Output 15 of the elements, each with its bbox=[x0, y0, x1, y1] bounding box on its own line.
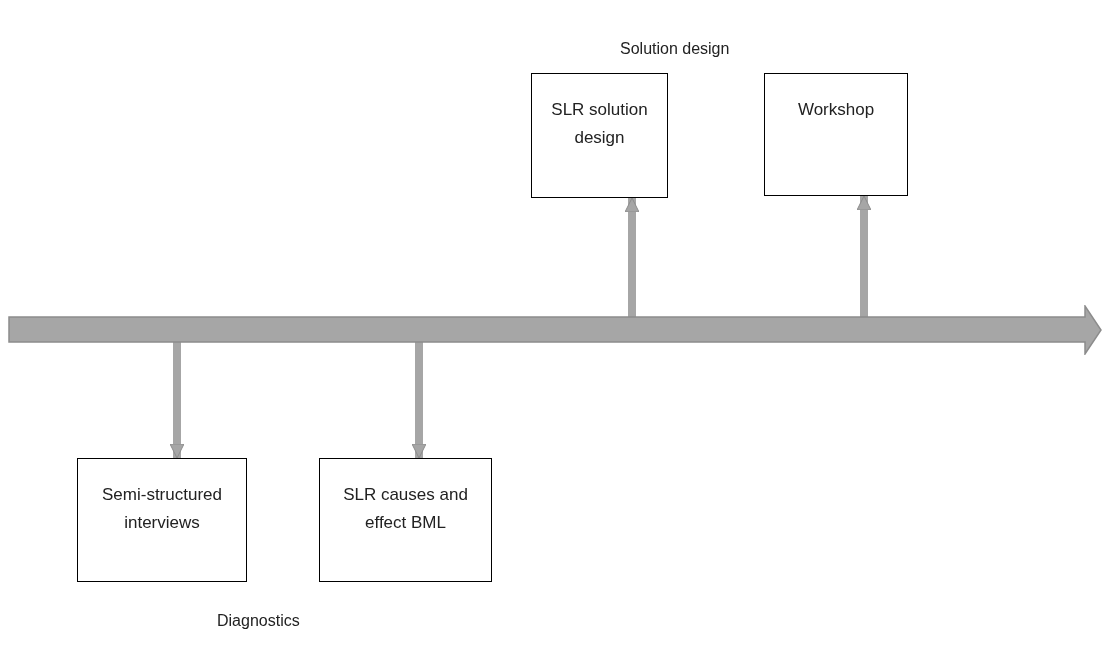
arrow bbox=[411, 342, 427, 459]
phase-label: Solution design bbox=[620, 40, 730, 58]
box-text: SLR solution design bbox=[550, 99, 649, 149]
phase-label: Diagnostics bbox=[217, 612, 300, 630]
process-box bbox=[319, 458, 492, 582]
box-text: SLR causes and effect BML bbox=[342, 484, 469, 534]
arrow bbox=[169, 342, 185, 459]
box-text: Semi-structured interviews bbox=[101, 484, 223, 534]
timeline-arrow bbox=[8, 305, 1102, 355]
process-box bbox=[77, 458, 247, 582]
arrow bbox=[856, 195, 872, 317]
arrow bbox=[624, 197, 640, 317]
process-box bbox=[531, 73, 668, 198]
box-text: Workshop bbox=[796, 99, 876, 121]
process-box bbox=[764, 73, 908, 196]
